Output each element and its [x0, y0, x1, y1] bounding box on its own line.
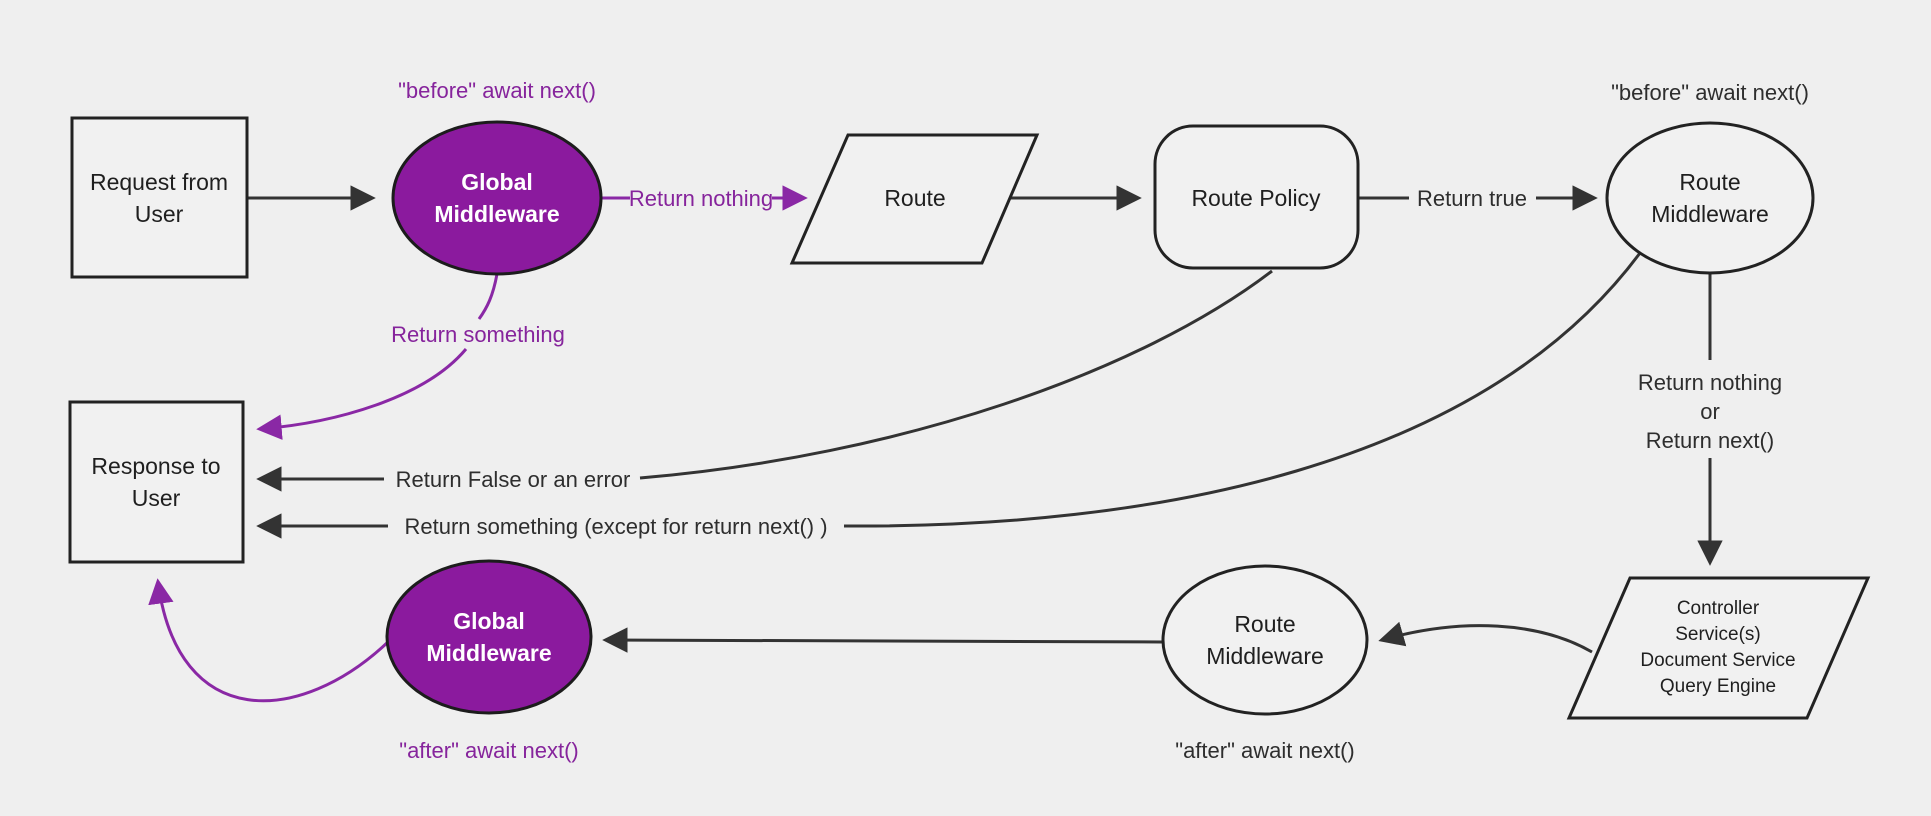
- node-global-top-line2: Middleware: [434, 201, 559, 227]
- label-after-await-next-route: "after" await next(): [1175, 738, 1354, 763]
- node-global-middleware-bottom: [385, 559, 593, 715]
- node-global-bottom-line2: Middleware: [426, 640, 551, 666]
- node-route-middleware-bottom-line2: Middleware: [1206, 643, 1324, 669]
- node-request-line1: Request from: [90, 169, 228, 195]
- node-response-to-user: [68, 400, 245, 564]
- label-return-something-except: Return something (except for return next…: [404, 514, 827, 539]
- node-route-middleware-top: [1605, 121, 1815, 275]
- edge-global-top-to-response-segment1: [477, 273, 499, 320]
- node-controller-line3: Document Service: [1640, 650, 1795, 671]
- edge-global-top-to-response-segment2: [256, 348, 468, 440]
- label-before-await-next-global: "before" await next(): [398, 78, 596, 103]
- label-return-true: Return true: [1417, 186, 1527, 211]
- node-global-bottom-line1: Global: [453, 608, 525, 634]
- node-request-from-user: [70, 116, 249, 279]
- node-controller-services: [1566, 576, 1871, 720]
- edge-route-middleware-to-global-middleware: [602, 627, 1163, 653]
- node-route-policy: [1153, 124, 1360, 270]
- node-global-middleware-top: [391, 120, 603, 276]
- node-route-line1: Route: [884, 185, 945, 211]
- edge-route-middleware-to-response-curve: [843, 252, 1642, 528]
- node-controller-line1: Controller: [1677, 598, 1760, 619]
- label-before-await-next-route: "before" await next(): [1611, 80, 1809, 105]
- label-return-nothing-or-line3: Return next(): [1646, 428, 1774, 453]
- edge-controller-to-route-middleware-bottom: [1378, 621, 1593, 654]
- node-response-line1: Response to: [91, 453, 220, 479]
- edge-policy-to-response-curve: [639, 269, 1273, 480]
- label-return-nothing-or-line2: or: [1700, 399, 1720, 424]
- label-return-nothing: Return nothing: [629, 186, 773, 211]
- node-controller-line2: Service(s): [1675, 624, 1761, 645]
- node-request-line2: User: [135, 201, 184, 227]
- node-response-line2: User: [132, 485, 181, 511]
- node-route-policy-line1: Route Policy: [1191, 185, 1321, 211]
- node-route-middleware-bottom: [1161, 564, 1369, 716]
- node-route-middleware-top-line2: Middleware: [1651, 201, 1769, 227]
- node-global-top-line1: Global: [461, 169, 533, 195]
- node-controller-line4: Query Engine: [1660, 676, 1776, 697]
- label-return-something: Return something: [391, 322, 565, 347]
- label-return-false-or-error: Return False or an error: [396, 467, 631, 492]
- label-return-nothing-or-line1: Return nothing: [1638, 370, 1782, 395]
- label-after-await-next-global: "after" await next(): [399, 738, 578, 763]
- edge-global-bottom-to-response: [148, 578, 391, 703]
- node-route: [789, 133, 1040, 265]
- node-route-middleware-bottom-line1: Route: [1234, 611, 1295, 637]
- node-route-middleware-top-line1: Route: [1679, 169, 1740, 195]
